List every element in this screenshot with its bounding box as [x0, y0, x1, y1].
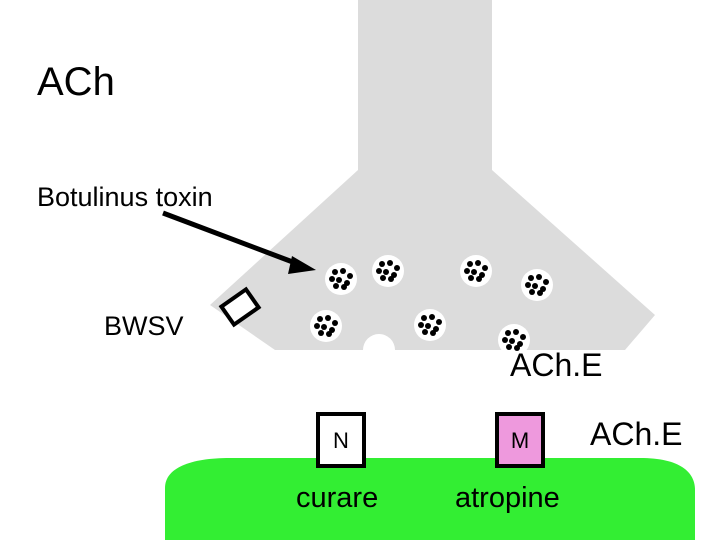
- bwsv-label: BWSV: [104, 311, 184, 341]
- vesicle: [372, 255, 404, 287]
- toxin-arrow: [162, 210, 316, 274]
- ache-membrane-label: ACh.E: [590, 416, 683, 452]
- vesicle: [414, 309, 446, 341]
- presynaptic-terminal: [210, 0, 655, 350]
- vesicle: [498, 324, 530, 356]
- bwsv-shape: [218, 286, 262, 328]
- postsynaptic-membrane: [165, 458, 695, 540]
- muscarinic-receptor: [495, 412, 545, 468]
- vesicle: [521, 269, 553, 301]
- muscarinic-receptor-label: M: [510, 428, 530, 453]
- ache-cleft-label: ACh.E: [510, 347, 603, 383]
- nicotinic-receptor: [316, 412, 366, 468]
- vesicle: [460, 255, 492, 287]
- nicotinic-receptor-label: N: [333, 428, 349, 453]
- ach-title: ACh: [37, 60, 115, 104]
- atropine-label: atropine: [455, 482, 560, 514]
- vesicle: [310, 310, 342, 342]
- curare-label: curare: [296, 482, 379, 514]
- vesicle: [325, 263, 357, 295]
- vesicles: [310, 255, 553, 356]
- botulinus-toxin-label: Botulinus toxin: [37, 182, 213, 212]
